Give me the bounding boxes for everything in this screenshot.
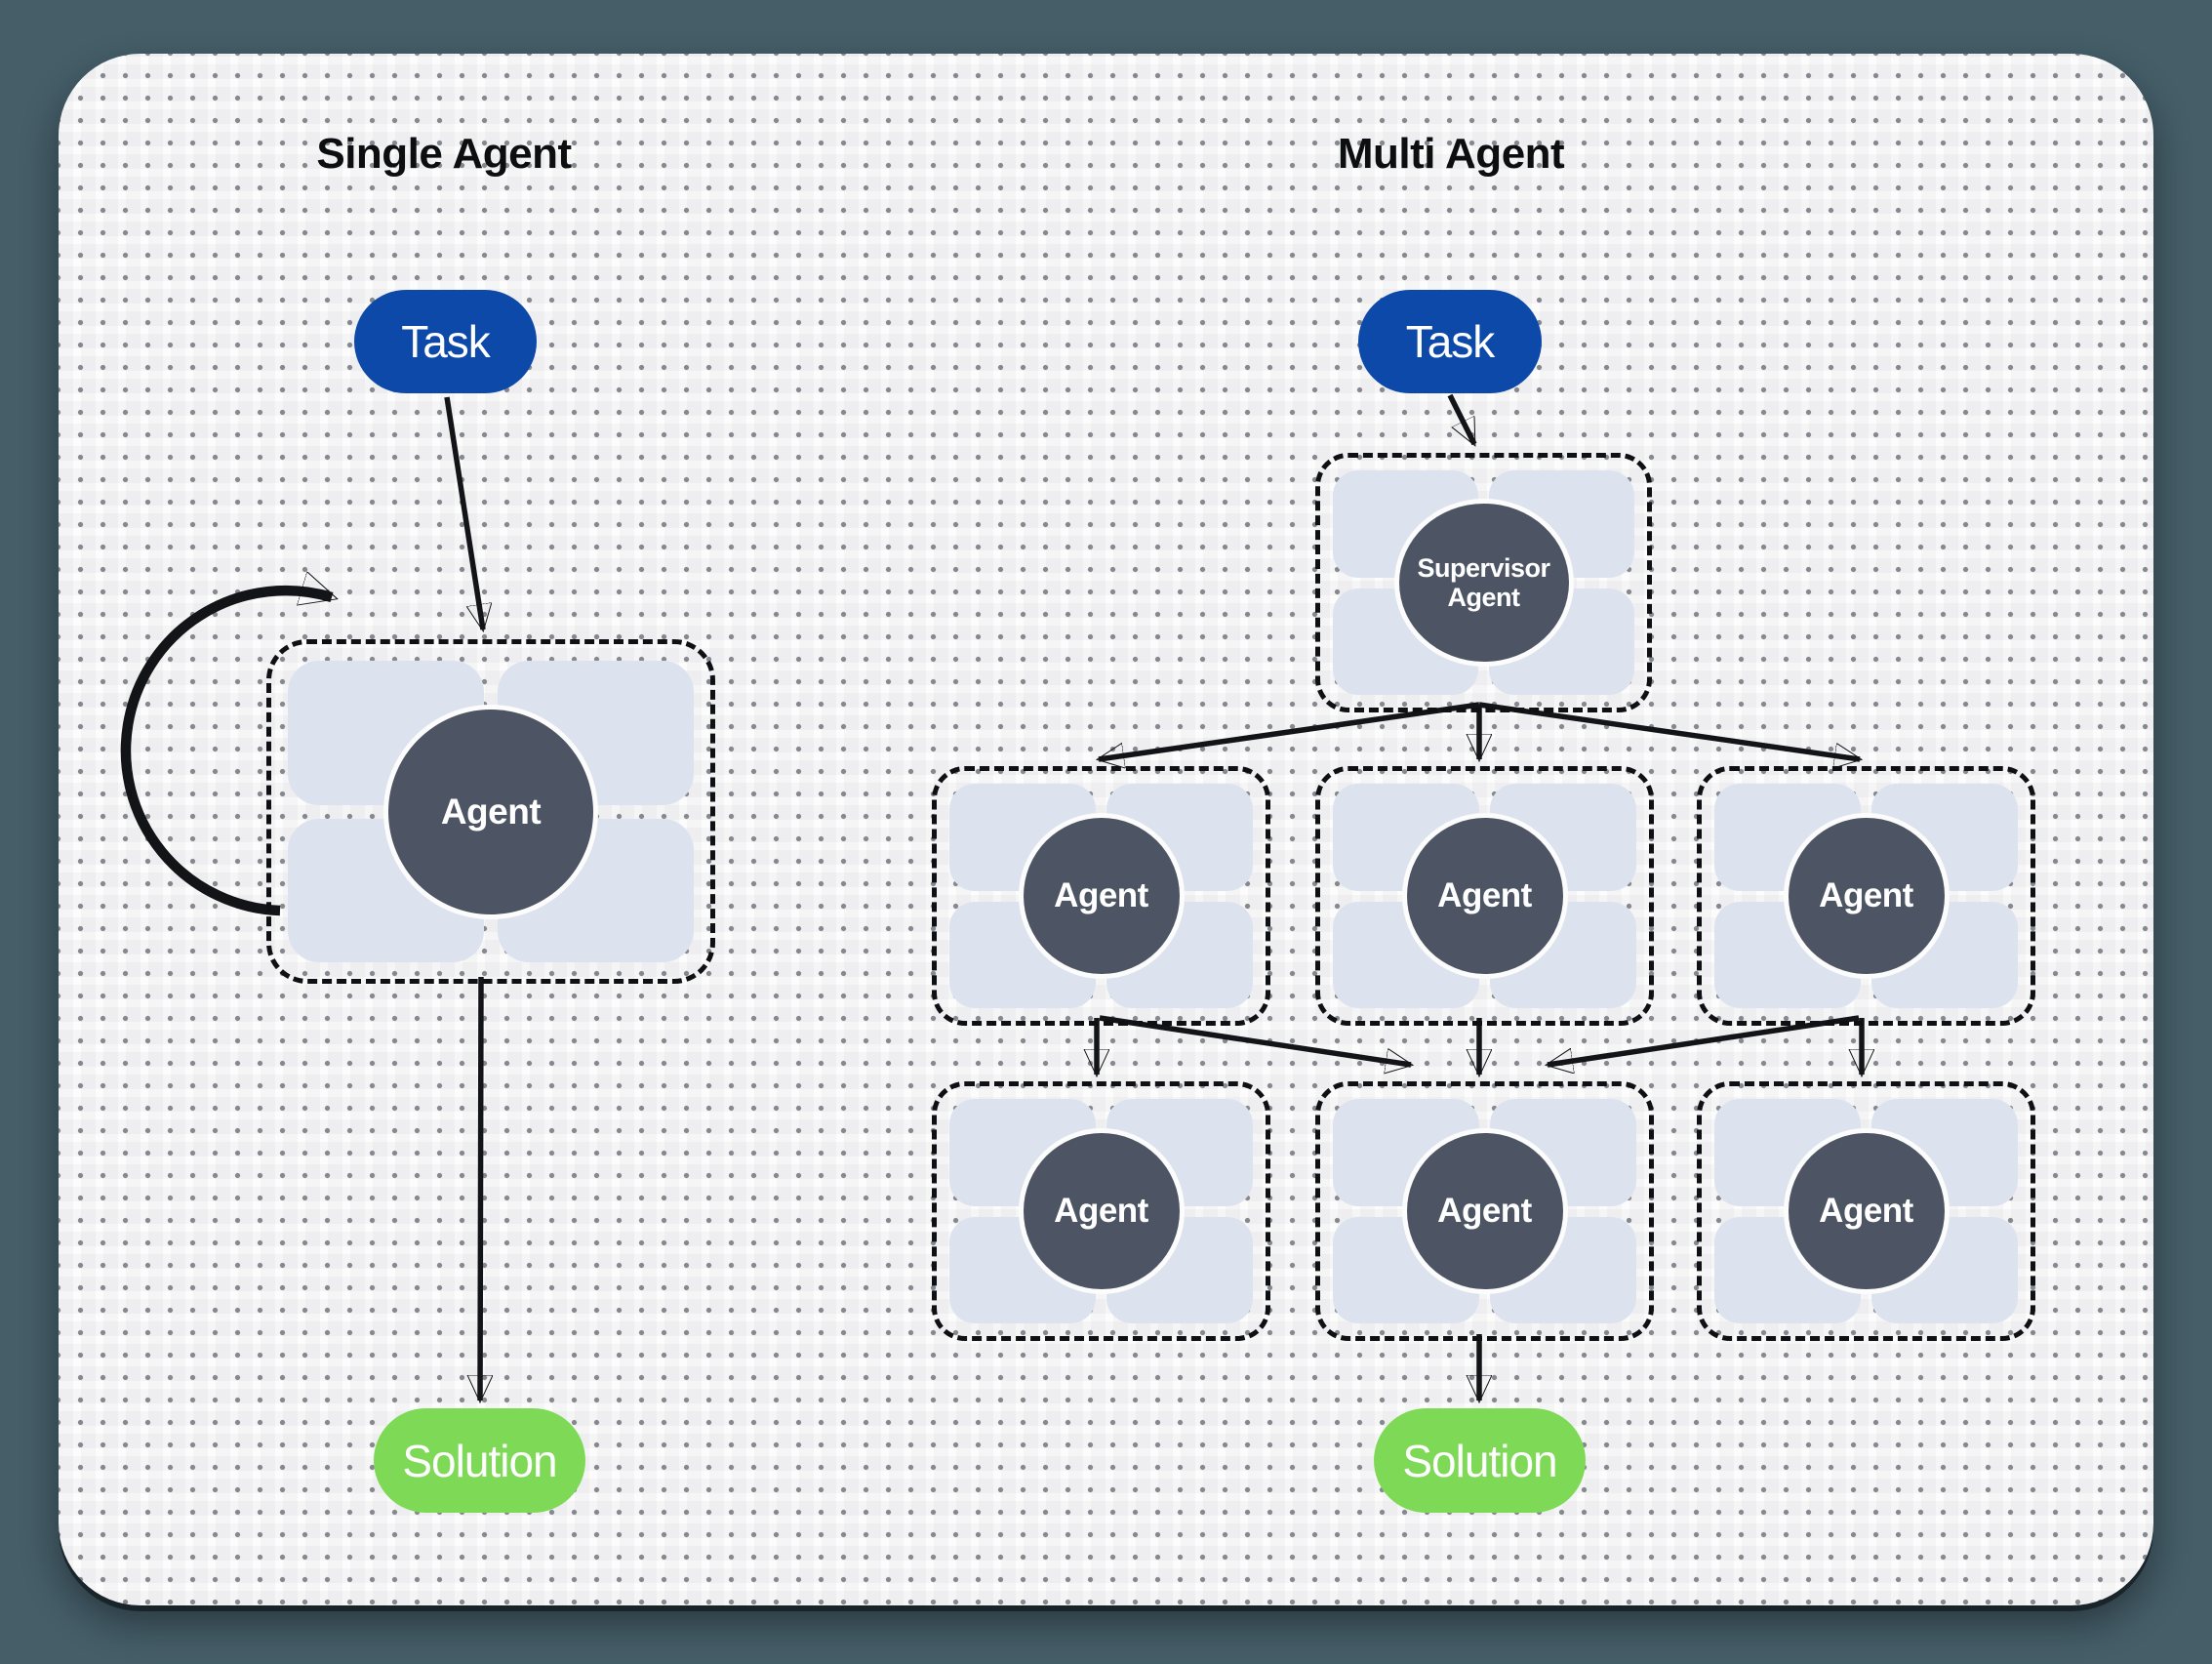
single-agent-title: Single Agent bbox=[316, 130, 572, 178]
worker-agent-label: Agent bbox=[1054, 876, 1148, 914]
supervisor-agent-label: Supervisor Agent bbox=[1417, 552, 1550, 612]
single-task-pill: Task bbox=[354, 290, 537, 393]
worker-agent-circle: Agent bbox=[1406, 1133, 1563, 1289]
worker-agent-label: Agent bbox=[1054, 1192, 1148, 1230]
single-agent-circle: Agent bbox=[388, 709, 593, 914]
worker-agent-box-r1c2: Agent bbox=[1315, 766, 1654, 1026]
supervisor-agent-circle: Supervisor Agent bbox=[1398, 504, 1569, 662]
worker-agent-box-r1c1: Agent bbox=[932, 766, 1270, 1026]
worker-agent-label: Agent bbox=[1819, 876, 1913, 914]
multi-task-label: Task bbox=[1405, 316, 1496, 367]
single-solution-label: Solution bbox=[402, 1435, 557, 1486]
multi-solution-pill: Solution bbox=[1374, 1408, 1586, 1513]
arrow-supervisor-to-agent3 bbox=[1478, 702, 1860, 759]
worker-agent-label: Agent bbox=[1819, 1192, 1913, 1230]
supervisor-agent-box: Supervisor Agent bbox=[1315, 453, 1652, 712]
single-agent-label: Agent bbox=[440, 791, 542, 832]
arrow-agent-to-solution bbox=[480, 976, 481, 1400]
worker-agent-box-r2c1: Agent bbox=[932, 1081, 1270, 1341]
arrow-task-to-agent bbox=[444, 396, 483, 629]
worker-agent-box-r2c2: Agent bbox=[1315, 1081, 1654, 1341]
arrow-task-to-supervisor bbox=[1447, 393, 1477, 444]
worker-agent-label: Agent bbox=[1437, 1192, 1532, 1230]
multi-task-pill: Task bbox=[1358, 290, 1542, 393]
worker-agent-circle: Agent bbox=[1023, 818, 1180, 974]
worker-agent-circle: Agent bbox=[1406, 818, 1563, 974]
single-agent-box: Agent bbox=[266, 639, 715, 984]
worker-agent-box-r1c3: Agent bbox=[1697, 766, 2035, 1026]
worker-agent-circle: Agent bbox=[1788, 818, 1945, 974]
multi-solution-label: Solution bbox=[1402, 1435, 1557, 1486]
worker-agent-box-r2c3: Agent bbox=[1697, 1081, 2035, 1341]
worker-agent-circle: Agent bbox=[1023, 1133, 1180, 1289]
multi-agent-title: Multi Agent bbox=[1337, 130, 1565, 178]
worker-agent-circle: Agent bbox=[1788, 1133, 1945, 1289]
diagram-canvas: Single Agent Task Agent Solution Multi A… bbox=[59, 54, 2153, 1605]
worker-agent-label: Agent bbox=[1437, 876, 1532, 914]
single-task-label: Task bbox=[401, 316, 491, 367]
arrow-supervisor-to-agent1 bbox=[1099, 702, 1480, 759]
single-solution-pill: Solution bbox=[374, 1408, 585, 1513]
